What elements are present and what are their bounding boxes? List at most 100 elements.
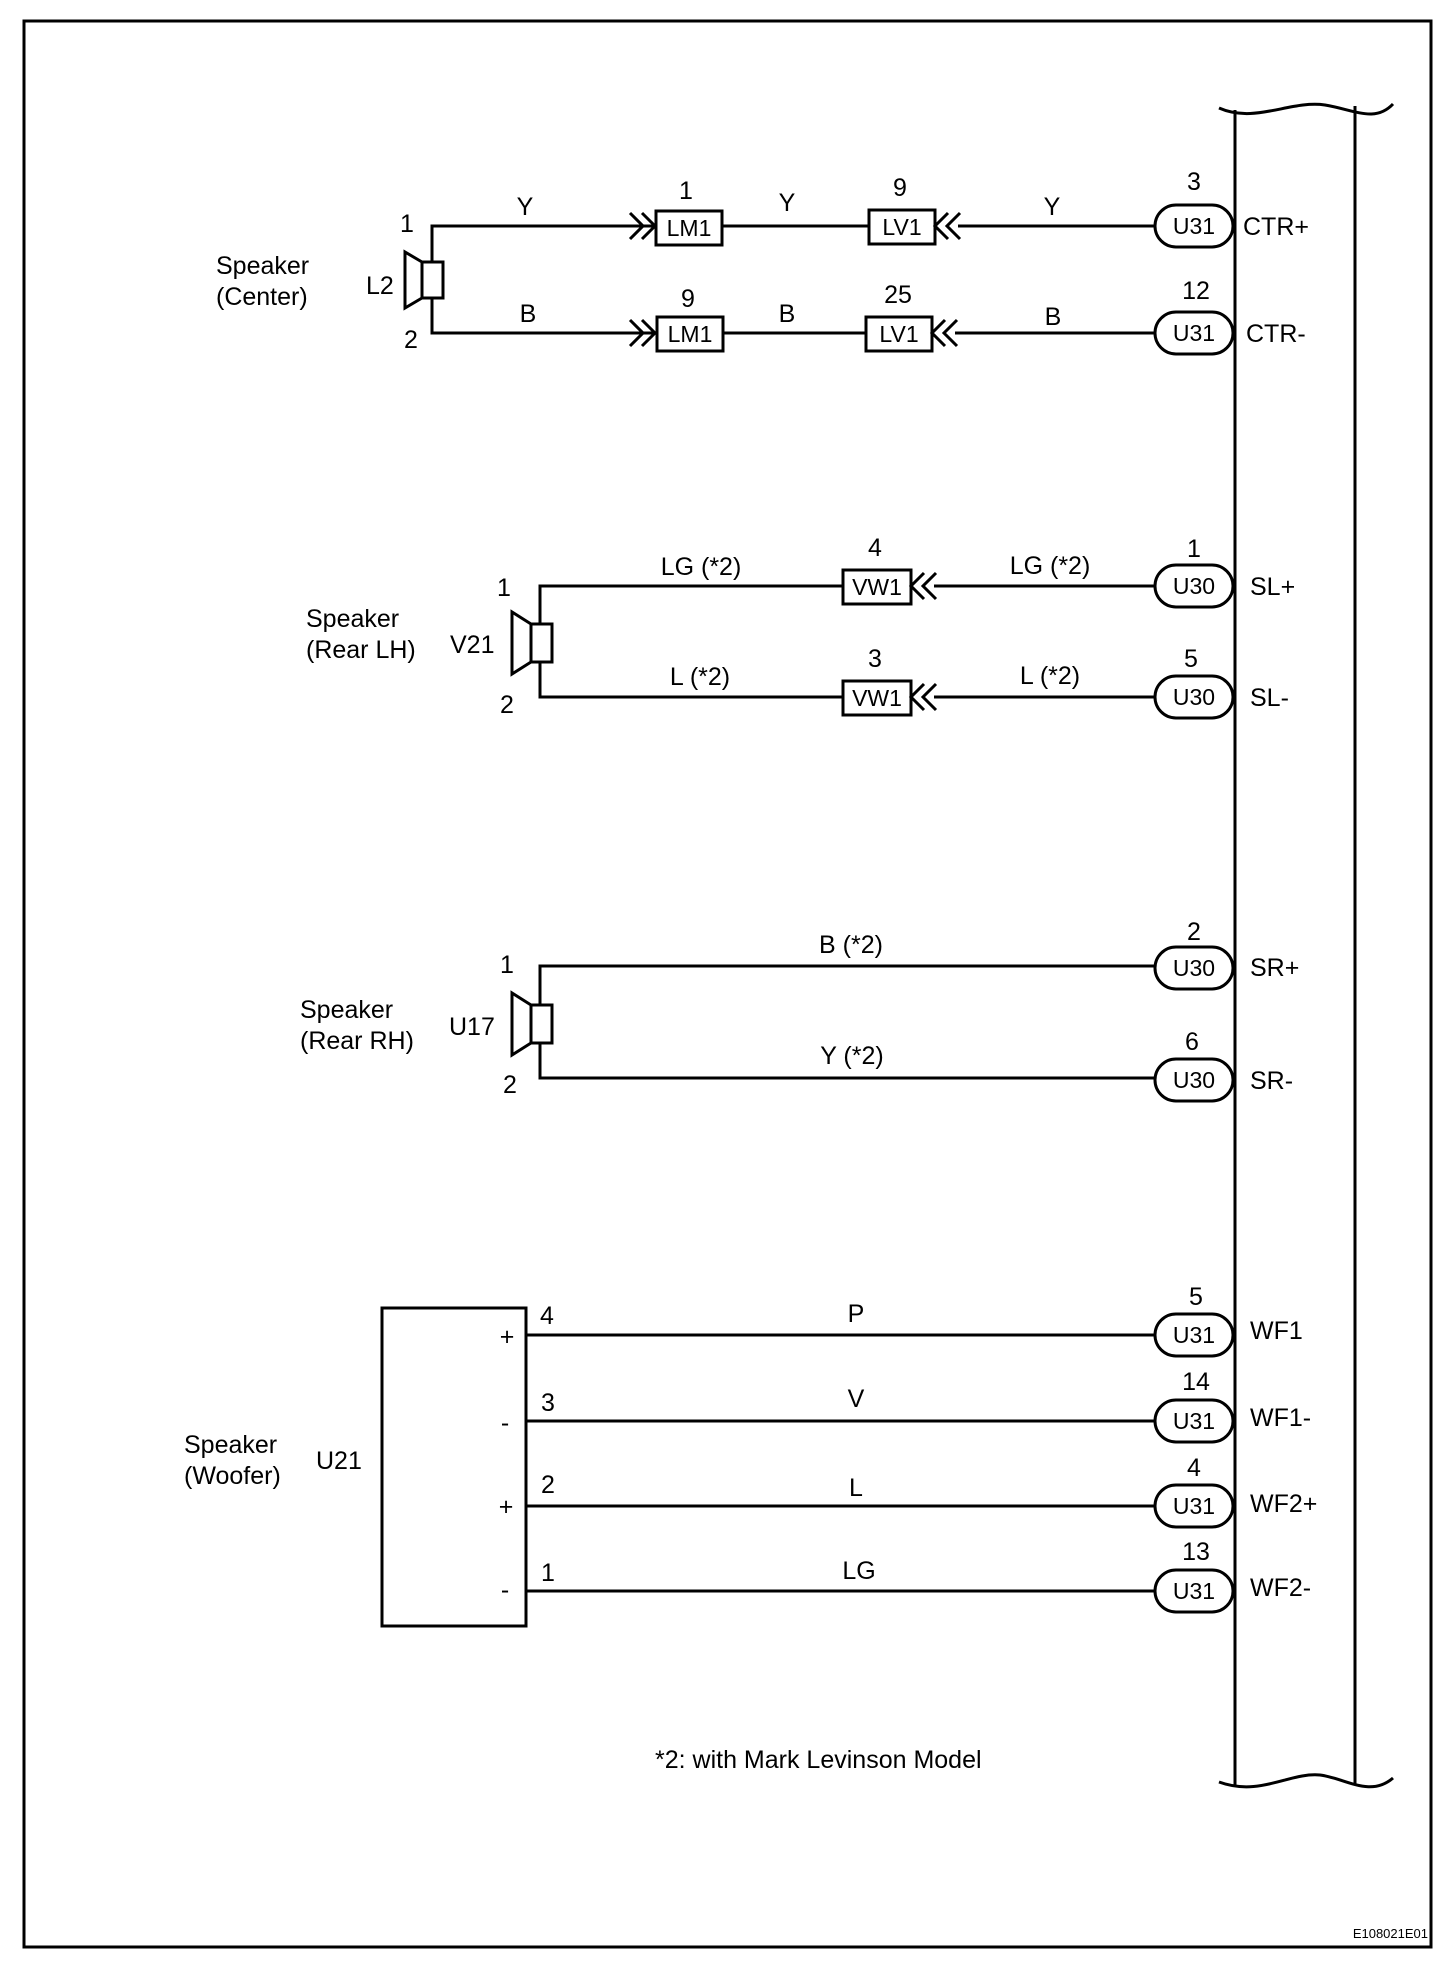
- woofer-unit-box: [380, 1306, 528, 1628]
- signal-label: SR-: [1250, 1067, 1293, 1095]
- wire-color-label: P: [848, 1300, 865, 1328]
- connector-pin: 9: [681, 285, 695, 313]
- terminal-label: U31: [1173, 1322, 1215, 1348]
- terminal-pin: 1: [1187, 535, 1201, 563]
- speaker-rear-lh-cone-icon: [510, 609, 532, 677]
- signal-label: CTR-: [1246, 320, 1306, 348]
- speaker-center: Speaker (Center) L2 1 2: [216, 210, 657, 354]
- wire-sl-plus: LG (*2) VW1 4 LG (*2) U30 1 SL+: [661, 534, 1295, 609]
- terminal-u30: [1153, 945, 1235, 991]
- terminal-pin: 12: [1182, 277, 1210, 305]
- woofer-pin-sign: +: [499, 1493, 514, 1521]
- speaker-woofer-code: U21: [316, 1447, 362, 1475]
- speaker-woofer-label-2: (Woofer): [184, 1462, 281, 1490]
- speaker-rear-lh-pin-1: 1: [497, 574, 511, 602]
- speaker-woofer-label-1: Speaker: [184, 1431, 277, 1459]
- signal-label: SL+: [1250, 573, 1295, 601]
- speaker-rear-lh-code: V21: [450, 631, 494, 659]
- wire-color-label: L: [849, 1474, 863, 1502]
- footnote: *2: with Mark Levinson Model: [655, 1746, 982, 1774]
- speaker-rear-lh-pin-2: 2: [500, 691, 514, 719]
- wire-color-label: L (*2): [670, 663, 730, 691]
- speaker-rear-lh-magnet: [529, 622, 554, 664]
- woofer-pin-number: 1: [541, 1559, 555, 1587]
- wire-color-label: Y: [517, 193, 534, 221]
- connector-pin: 3: [868, 645, 882, 673]
- terminal-pin: 4: [1187, 1454, 1201, 1482]
- speaker-center-magnet: [420, 260, 445, 300]
- wire-sr-plus: B (*2) U30 2 SR+: [819, 918, 1299, 991]
- wire-color-label: Y (*2): [820, 1042, 883, 1070]
- signal-label: WF2+: [1250, 1490, 1317, 1518]
- terminal-u30: [1153, 674, 1235, 720]
- woofer-pin-number: 3: [541, 1389, 555, 1417]
- terminal-u31: [1153, 1483, 1235, 1529]
- diagram-frame: [22, 19, 1433, 1949]
- wire-color-label: LG (*2): [1010, 552, 1091, 580]
- wire-sr-minus: Y (*2) U30 6 SR-: [820, 1028, 1293, 1103]
- speaker-rear-lh: Speaker (Rear LH) V21 1 2: [306, 574, 843, 719]
- speaker-rear-rh-magnet: [529, 1003, 554, 1045]
- terminal-pin: 6: [1185, 1028, 1199, 1056]
- wire-wf1: P U31 5 WF1: [848, 1283, 1303, 1358]
- wire-color-label: LG: [842, 1557, 875, 1585]
- wire-color-label: Y: [1044, 193, 1061, 221]
- speaker-woofer: Speaker (Woofer) U21 + 4 - 3 + 2 - 1: [184, 1302, 1155, 1628]
- connector-male-icon: [628, 318, 658, 348]
- woofer-pin-number: 2: [541, 1471, 555, 1499]
- woofer-pin-number: 4: [540, 1302, 554, 1330]
- terminal-pin: 5: [1189, 1283, 1203, 1311]
- terminal-u30: [1153, 1057, 1235, 1103]
- connector-lv1: [864, 315, 934, 353]
- terminal-label: U30: [1173, 684, 1215, 710]
- connector-vw1: [841, 679, 913, 717]
- wire-ctr-minus: B LM1 9 B LV1 25 B U31 12 CTR-: [520, 277, 1306, 356]
- connector-label: LV1: [879, 321, 918, 347]
- terminal-label: U30: [1173, 1067, 1215, 1093]
- wire-wf2-plus: L U31 4 WF2+: [849, 1454, 1317, 1529]
- speaker-rear-lh-label-1: Speaker: [306, 605, 399, 633]
- connector-pin: 25: [884, 281, 912, 309]
- speaker-rear-rh-cone-icon: [510, 990, 532, 1058]
- terminal-pin: 3: [1187, 168, 1201, 196]
- terminal-label: U31: [1173, 320, 1215, 346]
- connector-female-icon: [929, 318, 959, 348]
- wire-color-label: V: [848, 1385, 865, 1413]
- terminal-label: U30: [1173, 955, 1215, 981]
- connector-label: LV1: [882, 214, 921, 240]
- connector-vw1: [841, 568, 913, 606]
- terminal-u31: [1153, 1398, 1235, 1444]
- component-body: [1218, 102, 1395, 1789]
- figure-id: E108021E01: [1353, 1926, 1428, 1941]
- speaker-rear-rh-code: U17: [449, 1013, 495, 1041]
- terminal-pin: 14: [1182, 1368, 1210, 1396]
- connector-label: LM1: [668, 321, 713, 347]
- wire-color-label: B (*2): [819, 931, 883, 959]
- terminal-label: U30: [1173, 573, 1215, 599]
- connector-label: LM1: [667, 215, 712, 241]
- wire-color-label: B: [520, 300, 537, 328]
- woofer-pin-sign: -: [501, 1576, 509, 1604]
- signal-label: SR+: [1250, 954, 1299, 982]
- speaker-center-pin-1: 1: [400, 210, 414, 238]
- woofer-pin-sign: +: [500, 1323, 515, 1351]
- speaker-center-label-1: Speaker: [216, 252, 309, 280]
- signal-label: WF1: [1250, 1317, 1303, 1345]
- terminal-label: U31: [1173, 213, 1215, 239]
- wire-color-label: Y: [779, 189, 796, 217]
- terminal-u31: [1153, 203, 1235, 249]
- connector-pin: 4: [868, 534, 882, 562]
- speaker-center-code: L2: [366, 272, 394, 300]
- terminal-u30: [1153, 563, 1235, 609]
- connector-lv1: [867, 208, 937, 246]
- wire-color-label: B: [779, 300, 796, 328]
- speaker-rear-lh-label-2: (Rear LH): [306, 636, 416, 664]
- terminal-label: U31: [1173, 1578, 1215, 1604]
- terminal-pin: 2: [1187, 918, 1201, 946]
- signal-label: WF1-: [1250, 1404, 1311, 1432]
- wire-wf1-minus: V U31 14 WF1-: [848, 1368, 1311, 1444]
- speaker-rear-rh-label-1: Speaker: [300, 996, 393, 1024]
- speaker-rear-rh-label-2: (Rear RH): [300, 1027, 414, 1055]
- terminal-pin: 5: [1184, 645, 1198, 673]
